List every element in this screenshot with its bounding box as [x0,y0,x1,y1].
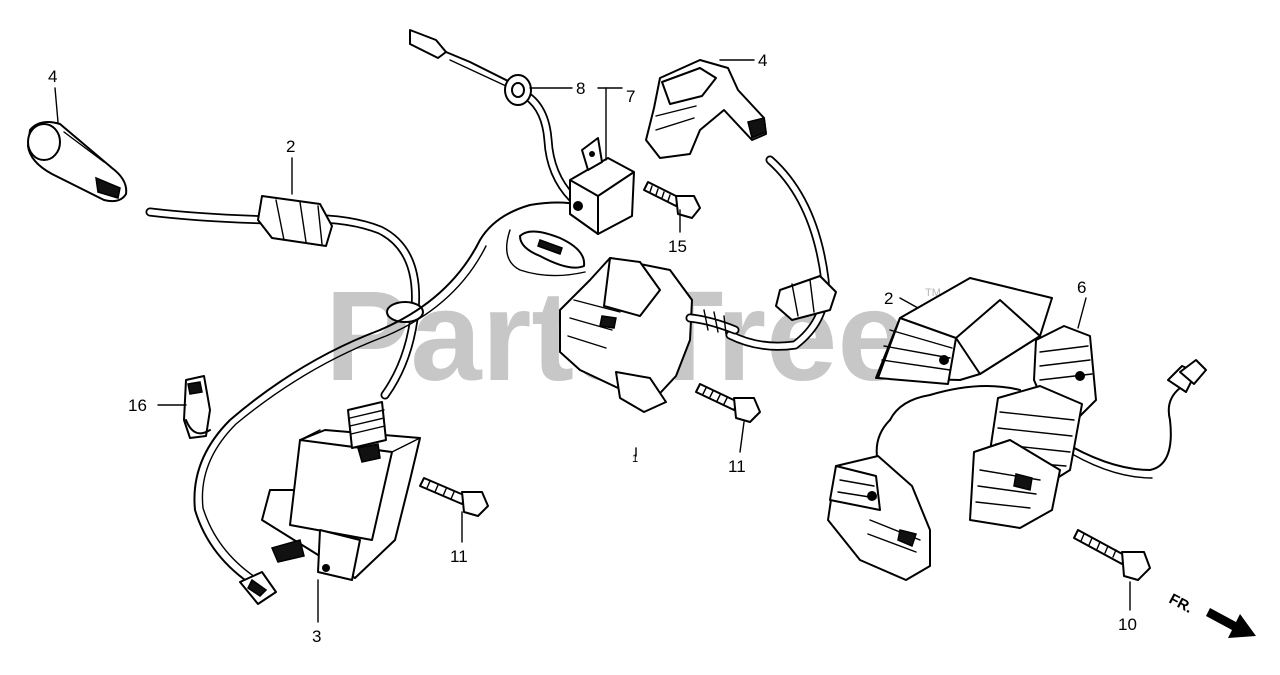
callout-6: 6 [1077,278,1086,297]
callout-10: 10 [1118,615,1137,634]
callout-8: 8 [576,79,585,98]
callout-4-right: 4 [758,51,767,70]
bolt-11-center[interactable] [695,383,761,423]
callout-16: 16 [128,396,147,415]
clip[interactable] [183,375,211,439]
spark-plug-cap-right[interactable] [645,59,767,159]
ignition-coil[interactable] [261,401,421,581]
callout-2-right: 2 [884,289,893,308]
callout-15: 15 [668,237,687,256]
center-coil[interactable] [559,257,740,413]
cable-ring [386,301,424,323]
cable-grommet-right [775,275,837,321]
bolt-11-lower[interactable] [419,477,489,517]
callout-11-lower: 11 [450,547,468,566]
grommet-left[interactable] [257,195,333,247]
ground-wire [193,201,581,591]
charge-coil-assembly[interactable] [827,277,1207,581]
grommet-small[interactable] [504,74,532,106]
ht-lead-top [409,29,577,203]
bolt-15[interactable] [643,181,701,219]
ht-cable-left [145,207,421,400]
callout-2-left: 2 [286,137,295,156]
unit-wire-loop [506,229,586,277]
callout-1: 1 [632,453,638,465]
bolt-10[interactable] [1073,529,1151,581]
front-label: FR. [1166,591,1195,617]
leader-lines [54,59,1131,623]
front-direction-indicator: FR. [1166,591,1256,638]
control-unit[interactable] [569,137,635,235]
callout-7: 7 [626,87,635,106]
spark-plug-cap-left[interactable] [27,121,128,203]
front-arrow-icon [1206,608,1256,638]
callout-11-center: 11 [728,457,746,476]
ground-terminal [239,571,277,605]
callout-3: 3 [312,627,321,646]
callout-4-left: 4 [48,67,57,86]
